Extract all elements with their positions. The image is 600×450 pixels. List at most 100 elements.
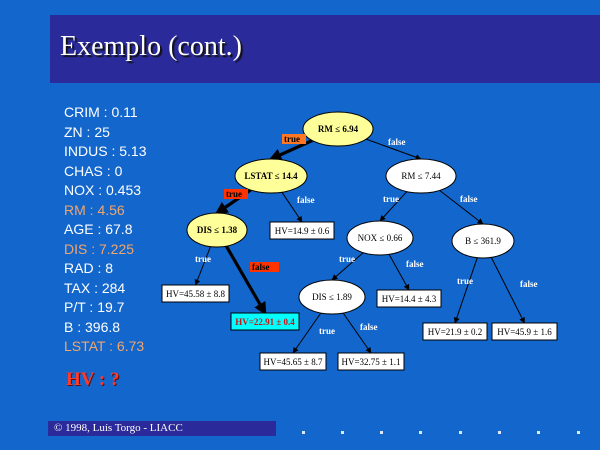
attribute-1: ZN : 25 — [64, 123, 110, 140]
edge-e_b_leaf_f — [490, 257, 525, 324]
node-shape — [451, 223, 515, 259]
node-label: DIS ≤ 1.89 — [312, 292, 352, 302]
edge-e_nox_leaf — [388, 254, 410, 291]
leaf-label: HV=14.4 ± 4.3 — [382, 294, 437, 304]
attribute-4: NOX : 0.453 — [64, 182, 142, 198]
tree-leaf-leaf_b_true: HV=21.9 ± 0.2 — [422, 322, 488, 341]
leaf-label: HV=21.9 ± 0.2 — [428, 327, 483, 337]
tree-node-root: RM ≤ 6.94 — [302, 111, 374, 147]
edge-label-text: false — [388, 137, 406, 147]
edge-e_dis2_leaf_f — [342, 312, 372, 354]
node-label: LSTAT ≤ 14.4 — [244, 171, 298, 181]
edge-label-e_root_lstat: true — [282, 134, 306, 144]
edge-label-e_rm2_nox: true — [383, 194, 399, 204]
edge-e_nox_dis2 — [331, 252, 364, 281]
node-shape — [298, 279, 366, 315]
nav-dot — [498, 431, 501, 434]
tree-node-dis2: DIS ≤ 1.89 — [298, 279, 366, 315]
node-label: B ≤ 361.9 — [465, 236, 501, 246]
leaf-label: HV=45.9 ± 1.6 — [497, 327, 552, 337]
edge-label-highlight — [282, 134, 306, 144]
edge-label-text: true — [195, 254, 211, 264]
leaf-label: HV=32.75 ± 1.1 — [341, 357, 400, 367]
edge-label-e_dis2_leaf_t: true — [319, 326, 335, 336]
leaf-box — [337, 352, 405, 371]
edge-label-e_dis1_leaf_t: true — [195, 254, 211, 264]
attribute-5: RM : 4.56 — [64, 201, 125, 218]
edge-e_dis1_leaf_t — [194, 246, 211, 286]
attribute-9: TAX : 284 — [64, 279, 126, 296]
attribute-11: B : 396.8 — [64, 318, 121, 335]
tree-leaf-leaf_b_false: HV=45.9 ± 1.6 — [491, 322, 558, 341]
edge-e_dis1_leaf_f — [224, 245, 267, 316]
nav-dot — [380, 431, 383, 434]
edge-label-text: false — [297, 195, 315, 205]
edge-label-e_root_rm2: false — [388, 137, 406, 147]
edge-label-e_lstat_dis1: true — [224, 189, 248, 199]
node-shape — [346, 220, 414, 256]
edge-e_rm2_b — [439, 190, 484, 225]
nav-dot — [577, 431, 580, 434]
node-label: RM ≤ 7.44 — [401, 171, 441, 181]
tree-leaf-leaf_dis1_false: HV=22.91 ± 0.4 — [230, 312, 300, 331]
node-label: NOX ≤ 0.66 — [358, 233, 403, 243]
leaf-label: HV=22.91 ± 0.4 — [235, 317, 295, 327]
leaf-box — [230, 312, 300, 331]
hv-query: HV : ? — [66, 369, 120, 390]
tree-node-dis1: DIS ≤ 1.38 — [186, 212, 248, 248]
title-bar: Exemplo (cont.) — [50, 15, 600, 83]
node-shape — [385, 158, 457, 194]
edge-e_dis2_leaf_t — [292, 312, 322, 354]
leaf-label: HV=14.9 ± 0.6 — [275, 226, 330, 236]
edge-label-text: false — [520, 279, 538, 289]
leaf-box — [269, 221, 335, 240]
node-shape — [186, 212, 248, 248]
nav-dot — [419, 431, 422, 434]
leaf-box — [422, 322, 488, 341]
edge-label-e_lstat_leaf: false — [297, 195, 315, 205]
leaf-box — [259, 352, 327, 371]
tree-node-rm2: RM ≤ 7.44 — [385, 158, 457, 194]
edge-label-e_dis2_leaf_f: false — [360, 322, 378, 332]
tree-leaf-leaf_dis2_false: HV=32.75 ± 1.1 — [337, 352, 405, 371]
copyright-text: © 1998, Luís Torgo - LIACC — [54, 422, 183, 434]
nav-dot — [537, 431, 540, 434]
edge-label-e_b_leaf_f: false — [520, 279, 538, 289]
attribute-6: AGE : 67.8 — [64, 221, 133, 237]
node-shape — [234, 158, 308, 194]
leaf-box — [376, 289, 442, 308]
edge-label-text: false — [406, 259, 424, 269]
tree-leaf-leaf_nox_false: HV=14.4 ± 4.3 — [376, 289, 442, 308]
edge-e_root_rm2 — [365, 138, 422, 160]
attribute-8: RAD : 8 — [64, 260, 114, 276]
attribute-10: P/T : 19.7 — [64, 299, 125, 315]
tree-node-b: B ≤ 361.9 — [451, 223, 515, 259]
leaf-box — [491, 322, 558, 341]
edge-label-highlight — [250, 262, 279, 272]
edge-label-highlight — [224, 189, 248, 199]
tree-leaf-leaf_dis1_true: HV=45.58 ± 8.8 — [161, 284, 230, 303]
node-label: DIS ≤ 1.38 — [197, 225, 238, 235]
attribute-3: CHAS : 0 — [64, 162, 123, 179]
tree-leaf-leaf_dis2_true: HV=45.65 ± 8.7 — [259, 352, 327, 371]
edge-label-text: false — [460, 194, 478, 204]
edge-label-text: true — [319, 326, 335, 336]
tree-node-nox: NOX ≤ 0.66 — [346, 220, 414, 256]
node-shape — [302, 111, 374, 147]
tree-node-lstat: LSTAT ≤ 14.4 — [234, 158, 308, 194]
tree-edge-labels: true false true false true false true false true… — [195, 134, 538, 336]
attribute-12: LSTAT : 6.73 — [64, 338, 145, 354]
attribute-0: CRIM : 0.11 — [64, 104, 138, 120]
leaf-label: HV=45.58 ± 8.8 — [166, 289, 226, 299]
edge-label-text: true — [284, 134, 300, 144]
edge-label-e_nox_dis2: true — [339, 254, 355, 264]
nav-dot — [302, 431, 305, 434]
edge-label-e_rm2_b: false — [460, 194, 478, 204]
edge-label-text: false — [360, 322, 378, 332]
edge-label-text: true — [383, 194, 399, 204]
nav-dot — [459, 431, 462, 434]
